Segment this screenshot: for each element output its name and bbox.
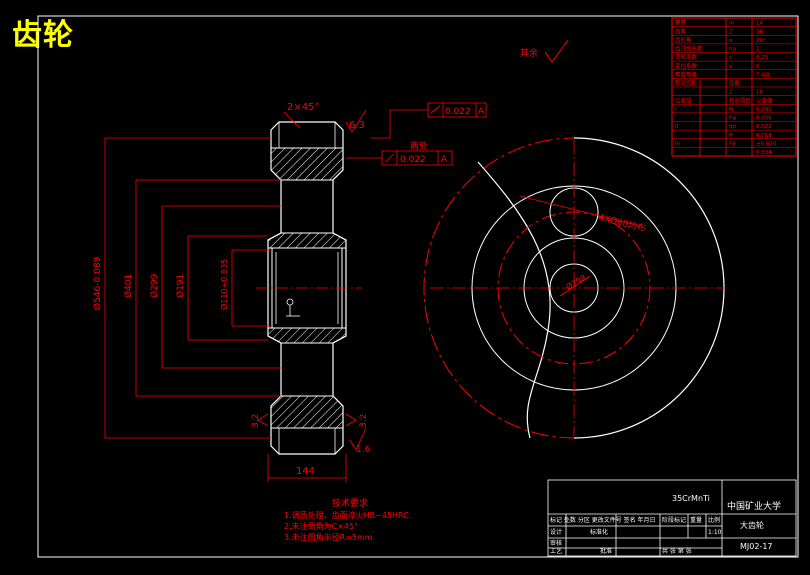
- table-cell: 0.018: [756, 133, 772, 139]
- section-view: [256, 121, 362, 455]
- table-cell: Z: [729, 90, 733, 96]
- tolerance-frame-2: 0.022 A: [381, 150, 453, 166]
- table-cell: 变位系数: [675, 62, 698, 70]
- table-cell: fpt: [729, 124, 737, 130]
- table-cell: Fr: [729, 107, 735, 113]
- process-label: 工艺: [550, 547, 562, 555]
- tech-heading: 技术要求: [332, 497, 368, 509]
- table-cell: α: [729, 38, 733, 44]
- svg-text:0.022: 0.022: [445, 107, 471, 117]
- hatch-rim-top: [270, 147, 344, 181]
- tolerance-frame-1: 0.022 A: [427, 102, 487, 118]
- chamfer-right-label: 3.2: [359, 414, 369, 428]
- hub-label: Ø298: [564, 272, 588, 291]
- dia-401-label: Ø401: [123, 274, 134, 298]
- tech-note-2: 2.未注倒角为C×45°: [284, 521, 358, 531]
- dia-outer-label: Ø546-0.089: [92, 256, 103, 310]
- table-cell: Fβ: [729, 141, 736, 147]
- ratio-label: 比例: [708, 516, 720, 524]
- table-cell: 精度等级: [675, 70, 698, 78]
- drawing-title: 齿轮: [12, 18, 74, 53]
- table-cell: ha: [729, 47, 736, 53]
- section-dimensions: [104, 109, 428, 482]
- weight-label: 重量: [690, 516, 702, 524]
- school-text: 中国矿业大学: [727, 500, 781, 512]
- tech-note-3: 3.未注圆角半径R=5mm.: [284, 532, 375, 542]
- table-cell: 齿数: [675, 27, 687, 35]
- designer-label: 设计: [550, 528, 562, 536]
- audit-label: 审核: [550, 539, 562, 547]
- title-block: [547, 479, 797, 557]
- table-cell: m: [729, 21, 734, 27]
- table-cell: II: [675, 124, 679, 130]
- table-cell: 1: [756, 47, 760, 53]
- table-cell: x: [729, 64, 733, 70]
- svg-text:A: A: [441, 155, 448, 165]
- table-cell: c: [729, 55, 732, 61]
- table-cell: 20°: [756, 38, 766, 44]
- hatch-rim-bottom: [270, 395, 344, 429]
- other-note-text: 其余: [520, 47, 538, 59]
- part-name-text: 大齿轮: [740, 520, 764, 530]
- standardization-label: 标准化: [590, 528, 608, 536]
- dia-bore-label: Ø110+0.035: [219, 259, 229, 310]
- table-cell: 公差组: [675, 96, 692, 104]
- table-cell: 0.022: [756, 124, 772, 130]
- drawing-no-text: MJ02-17: [740, 542, 773, 551]
- hatch-hub-bottom: [267, 327, 347, 344]
- table-cell: 0.090: [756, 107, 772, 113]
- technical-notes: 技术要求 1.调质处理，齿面淬火HB~45HRC. 2.未注倒角为C×45° 3…: [284, 497, 411, 542]
- table-cell: 0.056: [756, 116, 772, 122]
- front-view: 4XØ80均布 Ø298: [423, 137, 726, 439]
- dia-299-label: Ø299: [149, 273, 160, 298]
- chamfer-left-label: 3.2: [251, 414, 261, 428]
- other-roughness-note: 其余: [520, 39, 569, 63]
- table-cell: 齿数: [729, 79, 741, 87]
- svg-text:A: A: [478, 107, 485, 117]
- sheet-info: 共 张 第 张: [662, 547, 692, 555]
- table-cell: 16: [756, 90, 763, 96]
- table-cell: 顶隙系数: [675, 53, 698, 61]
- roughness-dim: 6.3: [349, 120, 365, 131]
- table-cell: 0.034: [756, 150, 772, 156]
- table-cell: 检验项目: [729, 96, 751, 104]
- width-label: 144: [296, 466, 315, 477]
- table-cell: 模数: [675, 19, 687, 27]
- material-text: 35CrMnTi: [672, 494, 710, 503]
- dimension-labels: 2×45° 6.3 0.022 A 两处 0.022 A Ø546-0.089 …: [92, 102, 487, 477]
- parameter-table: 模数 m 14 齿数 Z 38 齿形角 α 20° 齿顶高系数 ha 1 顶隙系数 c 0.25 变位系数 x 0…: [671, 17, 797, 157]
- dia-191-label: Ø191: [175, 274, 186, 298]
- table-cell: 配对齿轮: [675, 79, 698, 87]
- holes-label: 4XØ80均布: [597, 211, 647, 234]
- table-cell: Z: [729, 29, 733, 35]
- table-cell: Fw: [729, 116, 737, 122]
- table-cell: 齿顶高系数: [675, 45, 703, 53]
- break-line: [477, 161, 551, 439]
- table-cell: ±0.020: [756, 141, 777, 147]
- table-cell: I: [675, 107, 677, 113]
- table-cell: 14: [756, 21, 763, 27]
- table-cell: 公差值: [756, 96, 773, 104]
- title-block-text: 35CrMnTi 中国矿业大学 大齿轮 MJ02-17 标记 处数 分区 更改文…: [550, 494, 781, 555]
- table-cell: ff: [729, 133, 733, 139]
- drawing-frame: [37, 15, 799, 558]
- svg-text:0.022: 0.022: [400, 155, 426, 165]
- row-label-1: 标记 处数 分区 更改文件号 签名 年月日: [550, 516, 656, 524]
- approve-label: 批准: [600, 547, 612, 555]
- table-cell: III: [675, 141, 680, 147]
- table-cell: 齿形角: [675, 36, 692, 44]
- table-cell: 0.25: [756, 55, 769, 61]
- table-cell: 0: [756, 64, 760, 70]
- two-places-label: 两处: [410, 140, 428, 152]
- tech-note-1: 1.调质处理，齿面淬火HB~45HRC.: [284, 510, 411, 520]
- stage-mark-label: 阶段标记: [662, 516, 686, 524]
- roughness-bottom-label: 1.6: [356, 445, 371, 455]
- table-cell: 38: [756, 29, 763, 35]
- scale-label: 1:10: [708, 529, 722, 536]
- chamfer-dim: 2×45°: [287, 102, 319, 113]
- table-cell: 7-GB: [756, 72, 770, 78]
- hatch-hub-top: [267, 232, 347, 249]
